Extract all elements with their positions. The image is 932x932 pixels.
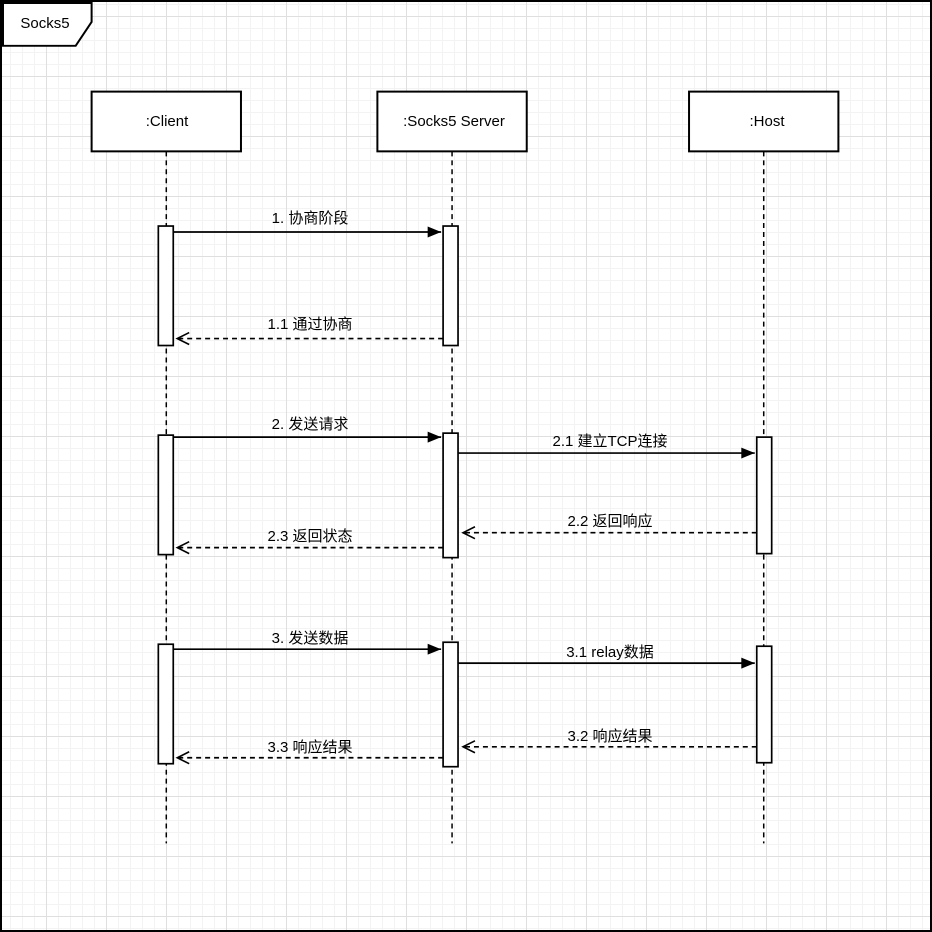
activation-host-2 [755, 436, 773, 555]
frame-title-pentagon [2, 2, 93, 47]
message-label-2-3: 2.3 返回状态 [267, 528, 353, 545]
activation-client-1 [157, 225, 175, 347]
participant-label-host: :Host [749, 113, 785, 130]
participant-box-host [688, 90, 840, 153]
activation-server-2 [442, 432, 459, 559]
message-label-3: 3. 发送数据 [271, 630, 349, 647]
activation-client-3 [157, 643, 175, 765]
activation-server-3 [442, 641, 459, 768]
message-label-3-2: 3.2 响应结果 [567, 728, 653, 745]
message-label-2-2: 2.2 返回响应 [567, 513, 653, 530]
message-label-2-1: 2.1 建立TCP连接 [552, 433, 668, 450]
message-label-3-3: 3.3 响应结果 [267, 739, 353, 756]
activation-server-1 [442, 225, 459, 347]
message-label-1: 1. 协商阶段 [271, 210, 349, 227]
message-label-3-1: 3.1 relay数据 [566, 644, 654, 661]
message-label-1-1: 1.1 通过协商 [267, 316, 353, 333]
participant-label-client: :Client [145, 113, 189, 130]
activation-client-2 [157, 434, 175, 556]
participant-label-socks5-server: :Socks5 Server [403, 113, 505, 130]
participant-box-client [90, 90, 242, 153]
activation-host-3 [755, 645, 773, 764]
message-label-2: 2. 发送请求 [271, 416, 349, 433]
participant-box-socks5-server [376, 90, 528, 153]
frame-title: Socks5 [20, 15, 70, 32]
